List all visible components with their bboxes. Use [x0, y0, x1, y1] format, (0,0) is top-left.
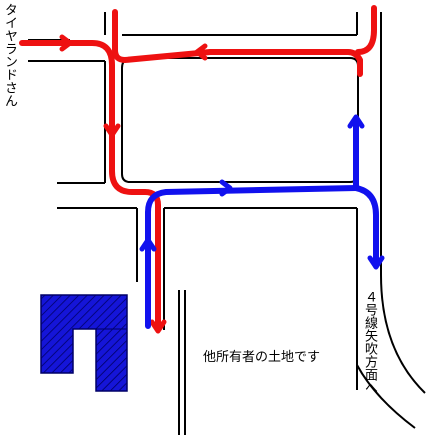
red-arrow-west	[194, 43, 208, 61]
red-route-right-entry	[355, 5, 377, 55]
label-route4-yabuki: ４号線矢吹方面へ	[362, 290, 377, 394]
red-route-down	[109, 168, 161, 329]
red-arrow-down-end	[149, 319, 167, 334]
red-route-left-entry	[19, 40, 115, 174]
blue-route-main	[145, 185, 359, 329]
blue-route-right-down	[353, 185, 379, 269]
route-blue	[139, 114, 385, 329]
blue-arrow-east	[219, 179, 233, 197]
label-other-owner-land: 他所有者の土地です	[203, 350, 321, 365]
red-arrow-east	[59, 34, 73, 52]
blue-arrow-up-right	[347, 114, 365, 129]
building-block	[40, 294, 128, 392]
road-curve-inner	[356, 364, 416, 429]
road-block-inner	[121, 57, 359, 183]
blue-arrow-up-left	[139, 237, 157, 252]
blue-arrow-down-right	[367, 255, 385, 270]
red-arrow-down-mid	[103, 123, 121, 138]
roads	[28, 12, 426, 435]
label-tire-land: タイヤランドさん	[2, 3, 17, 107]
road-curve-outer	[380, 274, 426, 394]
red-route-top-loop	[112, 9, 363, 77]
route-red	[19, 5, 377, 334]
